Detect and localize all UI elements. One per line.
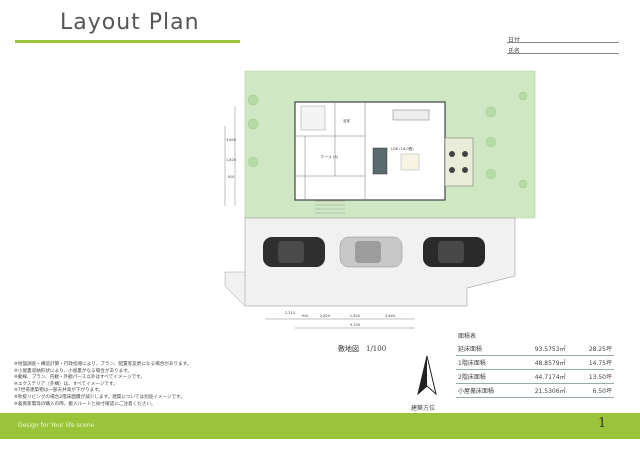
- dim-bottom-4: 3,640: [385, 314, 396, 318]
- north-arrow-icon: [412, 354, 442, 404]
- compass-label: 建築方位: [411, 405, 436, 412]
- area-table-title: 面積表: [458, 333, 477, 340]
- note-item: ※小屋裏収納形状により、小屋裏がなる場合があります。: [14, 368, 132, 374]
- table-row: 小屋裏床面積 21.5306㎡ 6.50坪: [456, 383, 614, 398]
- room-bath-label: 浴室: [343, 118, 351, 123]
- area-table: 延床面積 93.5753㎡ 28.25坪 1階床面積 48.8579㎡ 14.7…: [456, 342, 614, 398]
- name-label: 氏名: [508, 48, 521, 55]
- dim-side-2: 1,820: [226, 158, 237, 162]
- area-sqm: 44.7174㎡: [508, 369, 568, 384]
- date-field[interactable]: [507, 42, 619, 43]
- scale-label: 敷地図 1/100: [338, 345, 387, 353]
- area-tsubo: 28.25坪: [567, 342, 614, 356]
- area-tsubo: 14.75坪: [567, 355, 614, 370]
- area-sqm: 48.8579㎡: [508, 355, 568, 370]
- dim-bottom-2: 2,820: [320, 314, 331, 318]
- site-plan-drawing: 1,820 1,820 910 2,730 910 910 2,820 1,82…: [205, 66, 540, 341]
- table-row: 2階床面積 44.7174㎡ 13.50坪: [456, 369, 614, 384]
- area-label: 小屋裏床面積: [456, 383, 508, 398]
- page-title: Layout Plan: [60, 10, 200, 35]
- note-item: ※吹抜リビングの場合2階床面積が減少します。建築については別途イメージです。: [14, 394, 185, 400]
- dim-side-3: 910: [228, 175, 236, 179]
- dim-bottom-3: 1,820: [350, 314, 361, 318]
- area-tsubo: 13.50坪: [567, 369, 614, 384]
- note-item: ※差異家電等の購入の際、搬入ルートと採寸確認にご注意ください。: [14, 401, 156, 407]
- table-row: 1階床面積 48.8579㎡ 14.75坪: [456, 355, 614, 370]
- dim-bottom-1: 910: [302, 314, 310, 318]
- page-number: 1: [598, 416, 607, 431]
- note-item: ※7世帯建築物は一部天井高が下がります。: [14, 388, 104, 394]
- area-label: 2階床面積: [456, 369, 508, 384]
- dim-left-edge: 2,215: [285, 311, 295, 315]
- name-field[interactable]: [507, 53, 619, 54]
- note-item: ※地盤調査・構造計算・行政指導により、プラン、配置等変更になる場合があります。: [14, 362, 192, 367]
- room-ldk-label: LDK (18.0畳): [391, 146, 414, 151]
- area-sqm: 21.5306㎡: [508, 383, 568, 398]
- area-tsubo: 6.50坪: [567, 383, 614, 398]
- footer-bar: [0, 413, 640, 439]
- date-label: 日付: [508, 37, 521, 44]
- notes-list: ※地盤調査・構造計算・行政指導により、プラン、配置等変更になる場合があります。 …: [14, 362, 324, 408]
- table-row: 延床面積 93.5753㎡ 28.25坪: [456, 342, 614, 356]
- footer-tagline: Design for Your life scene: [18, 422, 95, 429]
- note-item: ※動線、プラン、内観・外観パース以外はすべてイメージです。: [14, 375, 145, 381]
- area-label: 延床面積: [456, 342, 508, 356]
- dim-total-bottom: 9,100: [350, 323, 361, 327]
- note-item: ※エクステリア（外構）は、すべてイメージです。: [14, 381, 118, 387]
- dim-side-1: 3,640: [226, 138, 237, 142]
- title-underline: [15, 40, 240, 43]
- area-sqm: 93.5753㎡: [508, 342, 568, 356]
- area-label: 1階床面積: [456, 355, 508, 370]
- room-hall-label: ホール (A): [321, 154, 339, 159]
